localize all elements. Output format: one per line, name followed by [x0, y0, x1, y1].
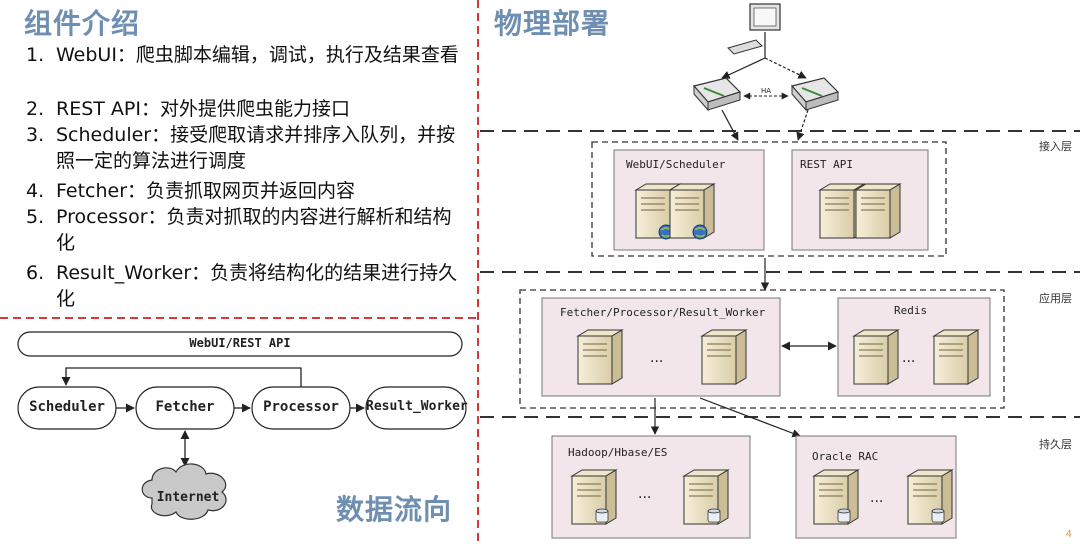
access-layer-group [591, 141, 947, 257]
list-item: 3. Scheduler：接受爬取请求并排序入队列，并按照一定的算法进行调度 [26, 122, 466, 174]
client-computer-icon [727, 3, 781, 55]
lb-link [796, 109, 809, 141]
internet-cloud-icon [141, 463, 227, 520]
rest-api-label: REST API [800, 158, 853, 171]
list-number: 5. [26, 206, 45, 228]
app-ellipsis: ... [650, 350, 664, 366]
list-number: 2. [26, 98, 45, 120]
client-link [764, 57, 807, 79]
list-item: 4. Fetcher：负责抓取网页并返回内容 [26, 178, 466, 204]
list-text: Processor：负责对抓取的内容进行解析和结构化 [56, 206, 452, 254]
result-worker-label: Result_Worker [366, 399, 468, 414]
server-icon [906, 469, 954, 525]
list-number: 4. [26, 180, 45, 202]
redis-ellipsis: ... [902, 350, 916, 366]
list-item: 2. REST API：对外提供爬虫能力接口 [26, 96, 466, 122]
server-icon [854, 183, 902, 239]
list-item: 6. Result_Worker：负责将结构化的结果进行持久化 [26, 260, 466, 312]
server-icon [570, 469, 618, 525]
load-balancer-icon [692, 77, 742, 112]
hadoop-ellipsis: ... [638, 486, 652, 502]
server-icon [812, 469, 860, 525]
server-icon [818, 183, 866, 239]
list-item: 1. WebUI：爬虫脚本编辑，调试，执行及结果查看 [26, 42, 466, 68]
oracle-ellipsis: ... [870, 490, 884, 506]
app-to-oracle-arrow [699, 397, 801, 438]
processor-label: Processor [263, 399, 339, 415]
list-number: 3. [26, 124, 45, 146]
list-text: REST API：对外提供爬虫能力接口 [56, 98, 350, 120]
page-number: 4 [1065, 529, 1072, 540]
list-text: Result_Worker：负责将结构化的结果进行持久化 [56, 262, 458, 310]
list-number: 6. [26, 262, 45, 284]
client-link [721, 57, 766, 79]
components-title: 组件介绍 [24, 7, 141, 40]
internet-label: Internet [156, 490, 220, 505]
hadoop-label: Hadoop/Hbase/ES [568, 446, 668, 459]
list-text: Scheduler：接受爬取请求并排序入队列，并按照一定的算法进行调度 [56, 124, 456, 172]
persist-layer-label: 持久层 [1039, 438, 1072, 451]
list-text: Fetcher：负责抓取网页并返回内容 [56, 180, 356, 202]
ha-label: HA [761, 87, 771, 95]
oracle-label: Oracle RAC [812, 450, 879, 463]
access-layer-label: 接入层 [1039, 140, 1072, 153]
data-flow-title: 数据流向 [336, 493, 453, 526]
webui-scheduler-label: WebUI/Scheduler [626, 158, 726, 171]
fetcher-processor-label: Fetcher/Processor/Result_Worker [560, 306, 766, 319]
webui-rest-bar [17, 331, 463, 357]
server-icon [682, 469, 730, 525]
redis-label: Redis [894, 304, 928, 317]
server-icon [576, 329, 624, 385]
server-icon [852, 329, 900, 385]
fetcher-label: Fetcher [155, 399, 215, 415]
list-item: 5. Processor：负责对抓取的内容进行解析和结构化 [26, 204, 466, 256]
scheduler-label: Scheduler [29, 399, 105, 415]
webui-rest-label: WebUI/REST API [189, 336, 291, 350]
result-worker-node [365, 386, 467, 430]
server-icon [668, 183, 716, 240]
app-layer-label: 应用层 [1039, 292, 1072, 305]
lb-link [721, 109, 739, 141]
deployment-title: 物理部署 [494, 7, 611, 40]
server-icon [700, 329, 748, 385]
list-number: 1. [26, 44, 45, 66]
load-balancer-icon [790, 77, 840, 112]
app-layer-group [519, 289, 1005, 409]
feedback-arrow [61, 367, 302, 387]
list-text: WebUI：爬虫脚本编辑，调试，执行及结果查看 [56, 44, 459, 66]
server-icon [932, 329, 980, 385]
